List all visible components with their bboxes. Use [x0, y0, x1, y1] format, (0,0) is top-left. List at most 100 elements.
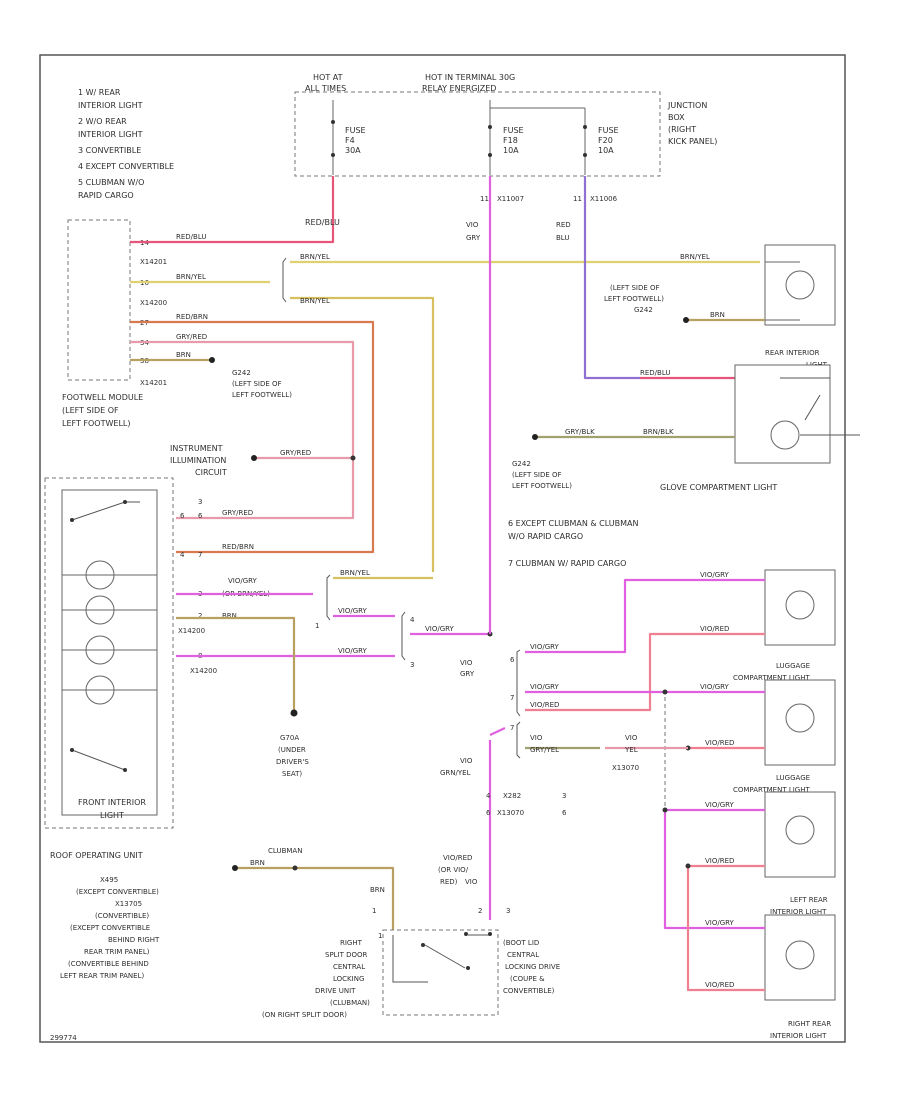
wire-brn-g70a [176, 616, 296, 710]
svg-text:7: 7 [510, 694, 514, 702]
legend-line: INTERIOR LIGHT [78, 101, 143, 110]
front-interior-label: LIGHT [100, 811, 124, 820]
left-rear-label: LEFT REAR [790, 896, 828, 904]
legend-line: 2 W/O REAR [78, 117, 127, 126]
wire-label: VIO/RED [705, 739, 734, 747]
wire-label: VIO/GRY [228, 577, 258, 585]
x495-label: (EXCEPT CONVERTIBLE) [76, 888, 159, 896]
g242-label: LEFT FOOTWELL) [232, 391, 292, 399]
svg-text:1: 1 [315, 622, 319, 630]
glove-light-label: GLOVE COMPARTMENT LIGHT [660, 483, 777, 492]
junction-box-label: (RIGHT [668, 125, 696, 134]
g242-label: (LEFT SIDE OF [512, 471, 562, 479]
legend: 1 W/ REAR INTERIOR LIGHT 2 W/O REAR INTE… [78, 88, 174, 200]
svg-text:2: 2 [478, 907, 482, 915]
wire-label: GRN/YEL [440, 769, 471, 777]
wire-label: BLU [556, 234, 569, 242]
wire-label: VIO/GRY [425, 625, 455, 633]
right-rear-label: RIGHT REAR [788, 1020, 831, 1028]
svg-text:6: 6 [562, 809, 567, 817]
x11006-label: X11006 [590, 195, 618, 203]
svg-text:3: 3 [410, 661, 414, 669]
fuse-f20-label: FUSE [598, 126, 619, 135]
wire-label: GRY/BLK [565, 428, 595, 436]
wire-label: BRN/YEL [176, 273, 206, 281]
g242-label: G242 [512, 460, 531, 468]
wire-label: BRN [710, 311, 725, 319]
svg-text:6: 6 [198, 512, 203, 520]
left-rear-lamp [785, 940, 815, 970]
boot-lid-label: CONVERTIBLE) [503, 987, 555, 995]
luggage-label: LUGGAGE [776, 662, 810, 670]
split-door-label: (CLUBMAN) [330, 999, 370, 1007]
instrument-illum-label: ILLUMINATION [170, 456, 226, 465]
x14200-label: X14200 [178, 627, 205, 635]
footwell-label: LEFT FOOTWELL) [62, 419, 130, 428]
legend-line: 7 CLUBMAN W/ RAPID CARGO [508, 559, 626, 568]
wire-label: GRY [466, 234, 481, 242]
svg-text:7: 7 [198, 551, 202, 559]
g242-label: G242 [634, 306, 653, 314]
all-times-label: ALL TIMES [305, 84, 346, 93]
svg-text:6: 6 [486, 809, 491, 817]
wire-label: VIO [466, 221, 479, 229]
legend-line: RAPID CARGO [78, 191, 134, 200]
figure-id: 299774 [50, 1034, 77, 1042]
wire-label: BRN [222, 612, 237, 620]
fuse-f4-label: F4 [345, 136, 355, 145]
front-interior-label: FRONT INTERIOR [78, 798, 146, 807]
wire-label: BRN/BLK [643, 428, 674, 436]
fuse-f18-label: F18 [503, 136, 518, 145]
luggage-lamp-2 [785, 703, 815, 733]
split-door-label: (ON RIGHT SPLIT DOOR) [262, 1011, 347, 1019]
wire-label: YEL [624, 746, 638, 754]
g70a-label: SEAT) [282, 770, 302, 778]
clubman-label: CLUBMAN [268, 847, 302, 855]
footwell-conn-label: X14201 [140, 258, 167, 266]
wire-label: VIO/GRY [705, 919, 735, 927]
svg-text:4: 4 [486, 792, 491, 800]
wire-red-blu-rear [583, 176, 640, 380]
wire-label: RED/BLU [640, 369, 671, 377]
wire-label: GRY [460, 670, 475, 678]
wire-label: VIO/RED [700, 625, 729, 633]
svg-text:3: 3 [506, 907, 510, 915]
wire-label: VIO [460, 757, 473, 765]
left-rear-label: INTERIOR LIGHT [770, 908, 827, 916]
wire-brn-yel-3 [290, 296, 435, 572]
wire-gry-red [130, 340, 355, 520]
boot-lid-label: (COUPE & [510, 975, 545, 983]
svg-text:3: 3 [562, 792, 566, 800]
legend-line: 1 W/ REAR [78, 88, 121, 97]
wire-label: RED) [440, 878, 458, 886]
instrument-illum-label: INSTRUMENT [170, 444, 223, 453]
luggage-label: COMPARTMENT LIGHT [733, 786, 810, 794]
x495-label: BEHIND RIGHT [108, 936, 160, 944]
svg-text:1: 1 [378, 932, 382, 940]
wire-vio-red-lug1 [525, 632, 765, 712]
wire-label: RED/BRN [222, 543, 254, 551]
junction-box-label: KICK PANEL) [668, 137, 717, 146]
hot-at-label: HOT AT [313, 73, 343, 82]
x495-label: (CONVERTIBLE) [95, 912, 149, 920]
legend-line: 6 EXCEPT CLUBMAN & CLUBMAN [508, 519, 639, 528]
svg-text:4: 4 [410, 616, 415, 624]
x495-label: (EXCEPT CONVERTIBLE [70, 924, 150, 932]
wire-label: GRY/RED [280, 449, 311, 457]
footwell-label: (LEFT SIDE OF [62, 406, 119, 415]
relay-energized-label: RELAY ENERGIZED [422, 84, 496, 93]
split-door-label: SPLIT DOOR [325, 951, 368, 959]
fuse-box-outline [294, 91, 661, 177]
wire-label: VIO/GRY [530, 643, 560, 651]
svg-text:6: 6 [510, 656, 515, 664]
legend-line: W/O RAPID CARGO [508, 532, 583, 541]
wire-label: BRN [250, 859, 265, 867]
boot-lid-label: (BOOT LID [503, 939, 539, 947]
legend-line: 3 CONVERTIBLE [78, 146, 141, 155]
pin-label: 11 [573, 195, 582, 203]
wire-label: VIO [530, 734, 543, 742]
fuse-f20-label: F20 [598, 136, 613, 145]
instrument-illum-label: CIRCUIT [195, 468, 227, 477]
wire-label: RED/BLU [176, 233, 207, 241]
